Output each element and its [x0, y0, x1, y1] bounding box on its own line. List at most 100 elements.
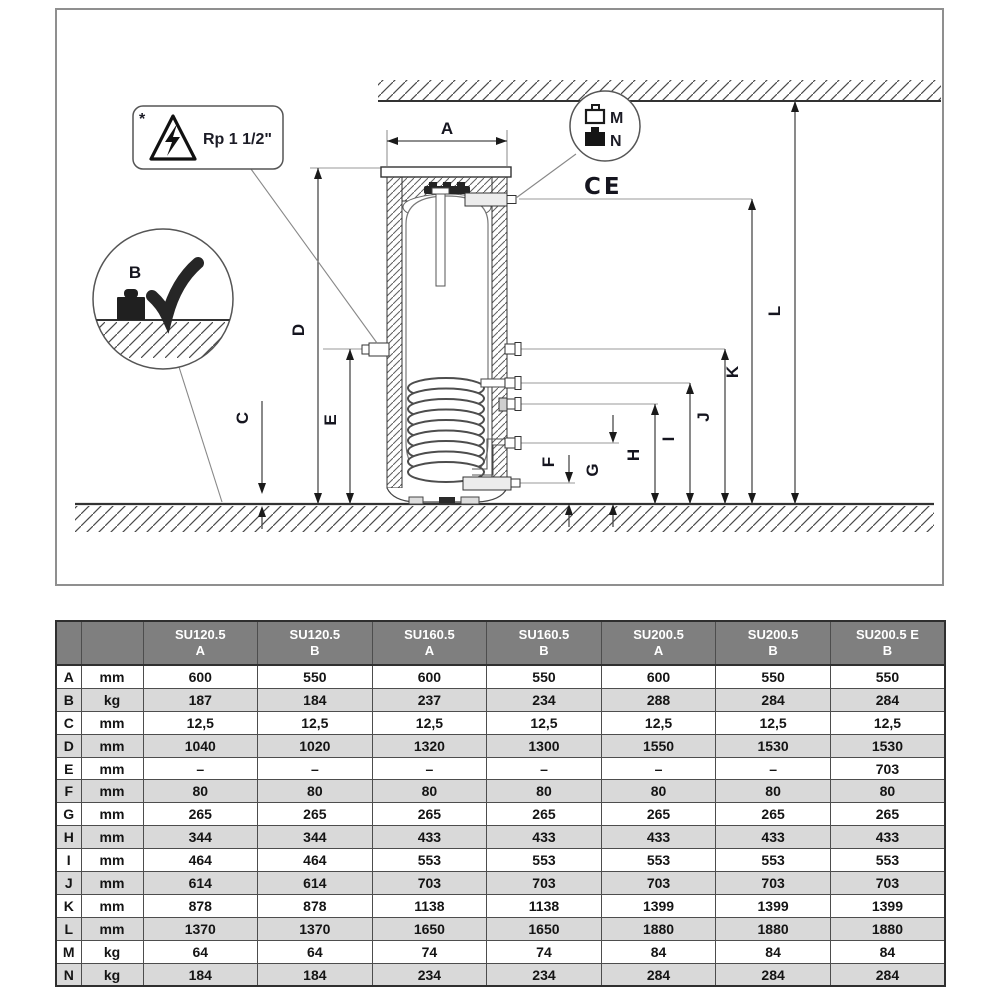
storage-tank	[361, 166, 522, 505]
row-label-cell: B	[55, 687, 82, 712]
value-cell: 234	[486, 687, 602, 712]
value-cell: 184	[142, 962, 259, 987]
value-cell: 1550	[600, 733, 717, 758]
value-cell: 12,5	[486, 710, 602, 735]
row-label-cell: K	[55, 893, 82, 918]
value-cell: 284	[829, 687, 946, 712]
value-cell: 703	[715, 871, 831, 895]
value-cell: 1399	[600, 893, 717, 918]
value-cell: 433	[600, 825, 717, 850]
floor-load-callout: B	[92, 228, 234, 503]
dim-label-c: C	[233, 412, 252, 424]
value-cell: –	[715, 756, 831, 781]
unit-cell: mm	[80, 848, 144, 873]
value-cell: 284	[829, 962, 946, 987]
value-cell: 464	[142, 848, 259, 873]
value-cell: 80	[715, 779, 831, 804]
value-cell: 614	[142, 871, 259, 895]
value-cell: 80	[829, 779, 946, 804]
value-cell: 1399	[715, 893, 831, 918]
level-lines	[310, 167, 752, 484]
row-label-cell: A	[55, 664, 82, 689]
value-cell: 284	[600, 962, 717, 987]
value-cell: 1300	[486, 733, 602, 758]
value-cell: 184	[257, 962, 373, 987]
value-cell: –	[371, 756, 488, 781]
value-cell: 1138	[486, 893, 602, 918]
unit-header-cell	[80, 620, 144, 666]
value-cell: 1650	[486, 916, 602, 941]
value-cell: 64	[257, 939, 373, 964]
value-cell: 600	[142, 664, 259, 689]
dim-label-i: I	[659, 437, 678, 442]
unit-cell: mm	[80, 756, 144, 781]
value-cell: 80	[486, 779, 602, 804]
value-cell: 433	[829, 825, 946, 850]
value-cell: 433	[715, 825, 831, 850]
checkmark-icon	[146, 257, 204, 334]
value-cell: 265	[600, 802, 717, 827]
value-cell: 265	[371, 802, 488, 827]
value-cell: 878	[142, 893, 259, 918]
pipe-connections	[361, 192, 522, 491]
value-cell: 74	[486, 939, 602, 964]
dim-label-f: F	[539, 457, 558, 467]
row-label-cell: F	[55, 779, 82, 804]
value-cell: 74	[371, 939, 488, 964]
value-cell: 878	[257, 893, 373, 918]
value-cell: 234	[486, 962, 602, 987]
value-cell: –	[257, 756, 373, 781]
weight-callout: M N	[515, 90, 641, 199]
value-cell: 265	[829, 802, 946, 827]
row-label-cell: C	[55, 710, 82, 735]
foot	[408, 496, 424, 505]
row-label-cell: D	[55, 733, 82, 758]
value-cell: 84	[600, 939, 717, 964]
dim-label-a: A	[441, 119, 453, 138]
weight-full-icon	[585, 127, 605, 146]
value-cell: 1320	[371, 733, 488, 758]
value-cell: 288	[600, 687, 717, 712]
value-cell: 553	[486, 848, 602, 873]
value-cell: 265	[257, 802, 373, 827]
value-cell: 12,5	[257, 710, 373, 735]
weight-icon	[117, 289, 145, 320]
value-cell: 703	[486, 871, 602, 895]
asterisk-note: *	[139, 111, 146, 128]
value-cell: 553	[715, 848, 831, 873]
row-label-cell: J	[55, 871, 82, 895]
dim-label-l: L	[765, 306, 784, 316]
unit-cell: kg	[80, 939, 144, 964]
value-cell: 553	[600, 848, 717, 873]
value-cell: 84	[715, 939, 831, 964]
weight-empty-icon	[584, 104, 606, 125]
value-cell: 433	[486, 825, 602, 850]
row-label-cell: I	[55, 848, 82, 873]
value-cell: 80	[600, 779, 717, 804]
value-cell: 1020	[257, 733, 373, 758]
unit-cell: mm	[80, 916, 144, 941]
foot	[460, 496, 480, 505]
value-cell: 703	[829, 756, 946, 781]
value-cell: 1530	[829, 733, 946, 758]
value-cell: –	[486, 756, 602, 781]
value-cell: 265	[715, 802, 831, 827]
unit-cell: mm	[80, 664, 144, 689]
value-cell: 550	[486, 664, 602, 689]
value-cell: 80	[257, 779, 373, 804]
dim-label-d: D	[289, 324, 308, 336]
value-cell: 1650	[371, 916, 488, 941]
value-cell: 184	[257, 687, 373, 712]
value-cell: 84	[829, 939, 946, 964]
value-cell: 433	[371, 825, 488, 850]
unit-cell: mm	[80, 825, 144, 850]
